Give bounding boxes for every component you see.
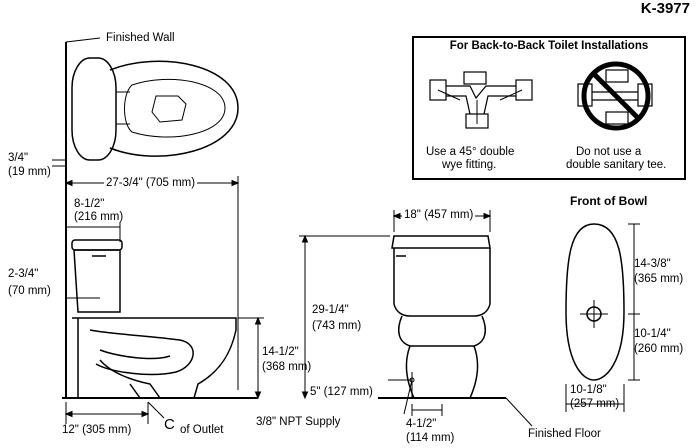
dim-3-4-mm-label: (19 mm)	[8, 166, 51, 178]
dim-4-1-2-mm-label: (114 mm)	[406, 432, 455, 444]
dim-29-1-4-mm-label: (743 mm)	[312, 320, 362, 332]
dim-10-1-4-mm-label: (260 mm)	[634, 343, 684, 355]
dim-29-1-4-label: 29-1/4"	[312, 304, 349, 316]
sanitary-tee-prohibited	[577, 61, 653, 131]
dim-8-1-2-mm-label: (216 mm)	[74, 211, 124, 223]
double-wye-caption-2: wye fitting.	[442, 159, 497, 171]
dim-8-1-2-label: 8-1/2"	[74, 198, 105, 210]
dim-10-1-8-label: 10-1/8"	[570, 384, 607, 396]
dim-2-3-4-mm-label: (70 mm)	[8, 285, 51, 297]
front-view-toilet	[391, 235, 491, 399]
outlet-centerline-label: of Outlet	[180, 424, 224, 436]
dim-12-label: 12" (305 mm)	[62, 424, 132, 436]
double-wye-fitting	[429, 71, 533, 129]
back-to-back-title: For Back-to-Back Toilet Installations	[449, 40, 649, 52]
front-of-bowl-shape	[565, 223, 625, 381]
dim-5-label: 5" (127 mm)	[310, 386, 373, 398]
model-number: K-3977	[640, 0, 690, 17]
dim-14-3-8-label: 14-3/8"	[634, 258, 671, 270]
dim-4-1-2-label: 4-1/2"	[406, 418, 437, 430]
npt-supply-label: 3/8" NPT Supply	[256, 416, 341, 428]
finished-floor-label: Finished Floor	[528, 428, 601, 440]
sanitary-tee-caption-1: Do not use a	[576, 146, 642, 158]
front-of-bowl-title: Front of Bowl	[570, 194, 648, 208]
back-to-back-box: For Back-to-Back Toilet Installations Us…	[412, 36, 686, 180]
dim-10-1-4-label: 10-1/4"	[634, 328, 671, 340]
double-wye-caption-1: Use a 45° double	[426, 146, 515, 158]
dim-2-3-4-label: 2-3/4"	[8, 268, 39, 280]
dim-14-1-2-label: 14-1/2"	[262, 346, 299, 358]
dim-14-3-8-mm-label: (365 mm)	[634, 273, 684, 285]
top-view-toilet	[71, 57, 239, 161]
dim-3-4-label: 3/4"	[8, 152, 29, 164]
centerline-symbol: C	[164, 416, 175, 433]
sanitary-tee-caption-2: double sanitary tee.	[566, 159, 667, 171]
dim-18-label: 18" (457 mm)	[402, 209, 476, 222]
dim-14-1-2-mm-label: (368 mm)	[262, 361, 312, 373]
dim-10-1-8-mm-label: (257 mm)	[570, 398, 620, 410]
finished-wall-leader	[65, 37, 101, 43]
dim-27-3-4-label: 27-3/4" (705 mm)	[104, 177, 198, 190]
side-view-toilet	[71, 239, 237, 399]
finished-wall-label: Finished Wall	[106, 32, 175, 44]
